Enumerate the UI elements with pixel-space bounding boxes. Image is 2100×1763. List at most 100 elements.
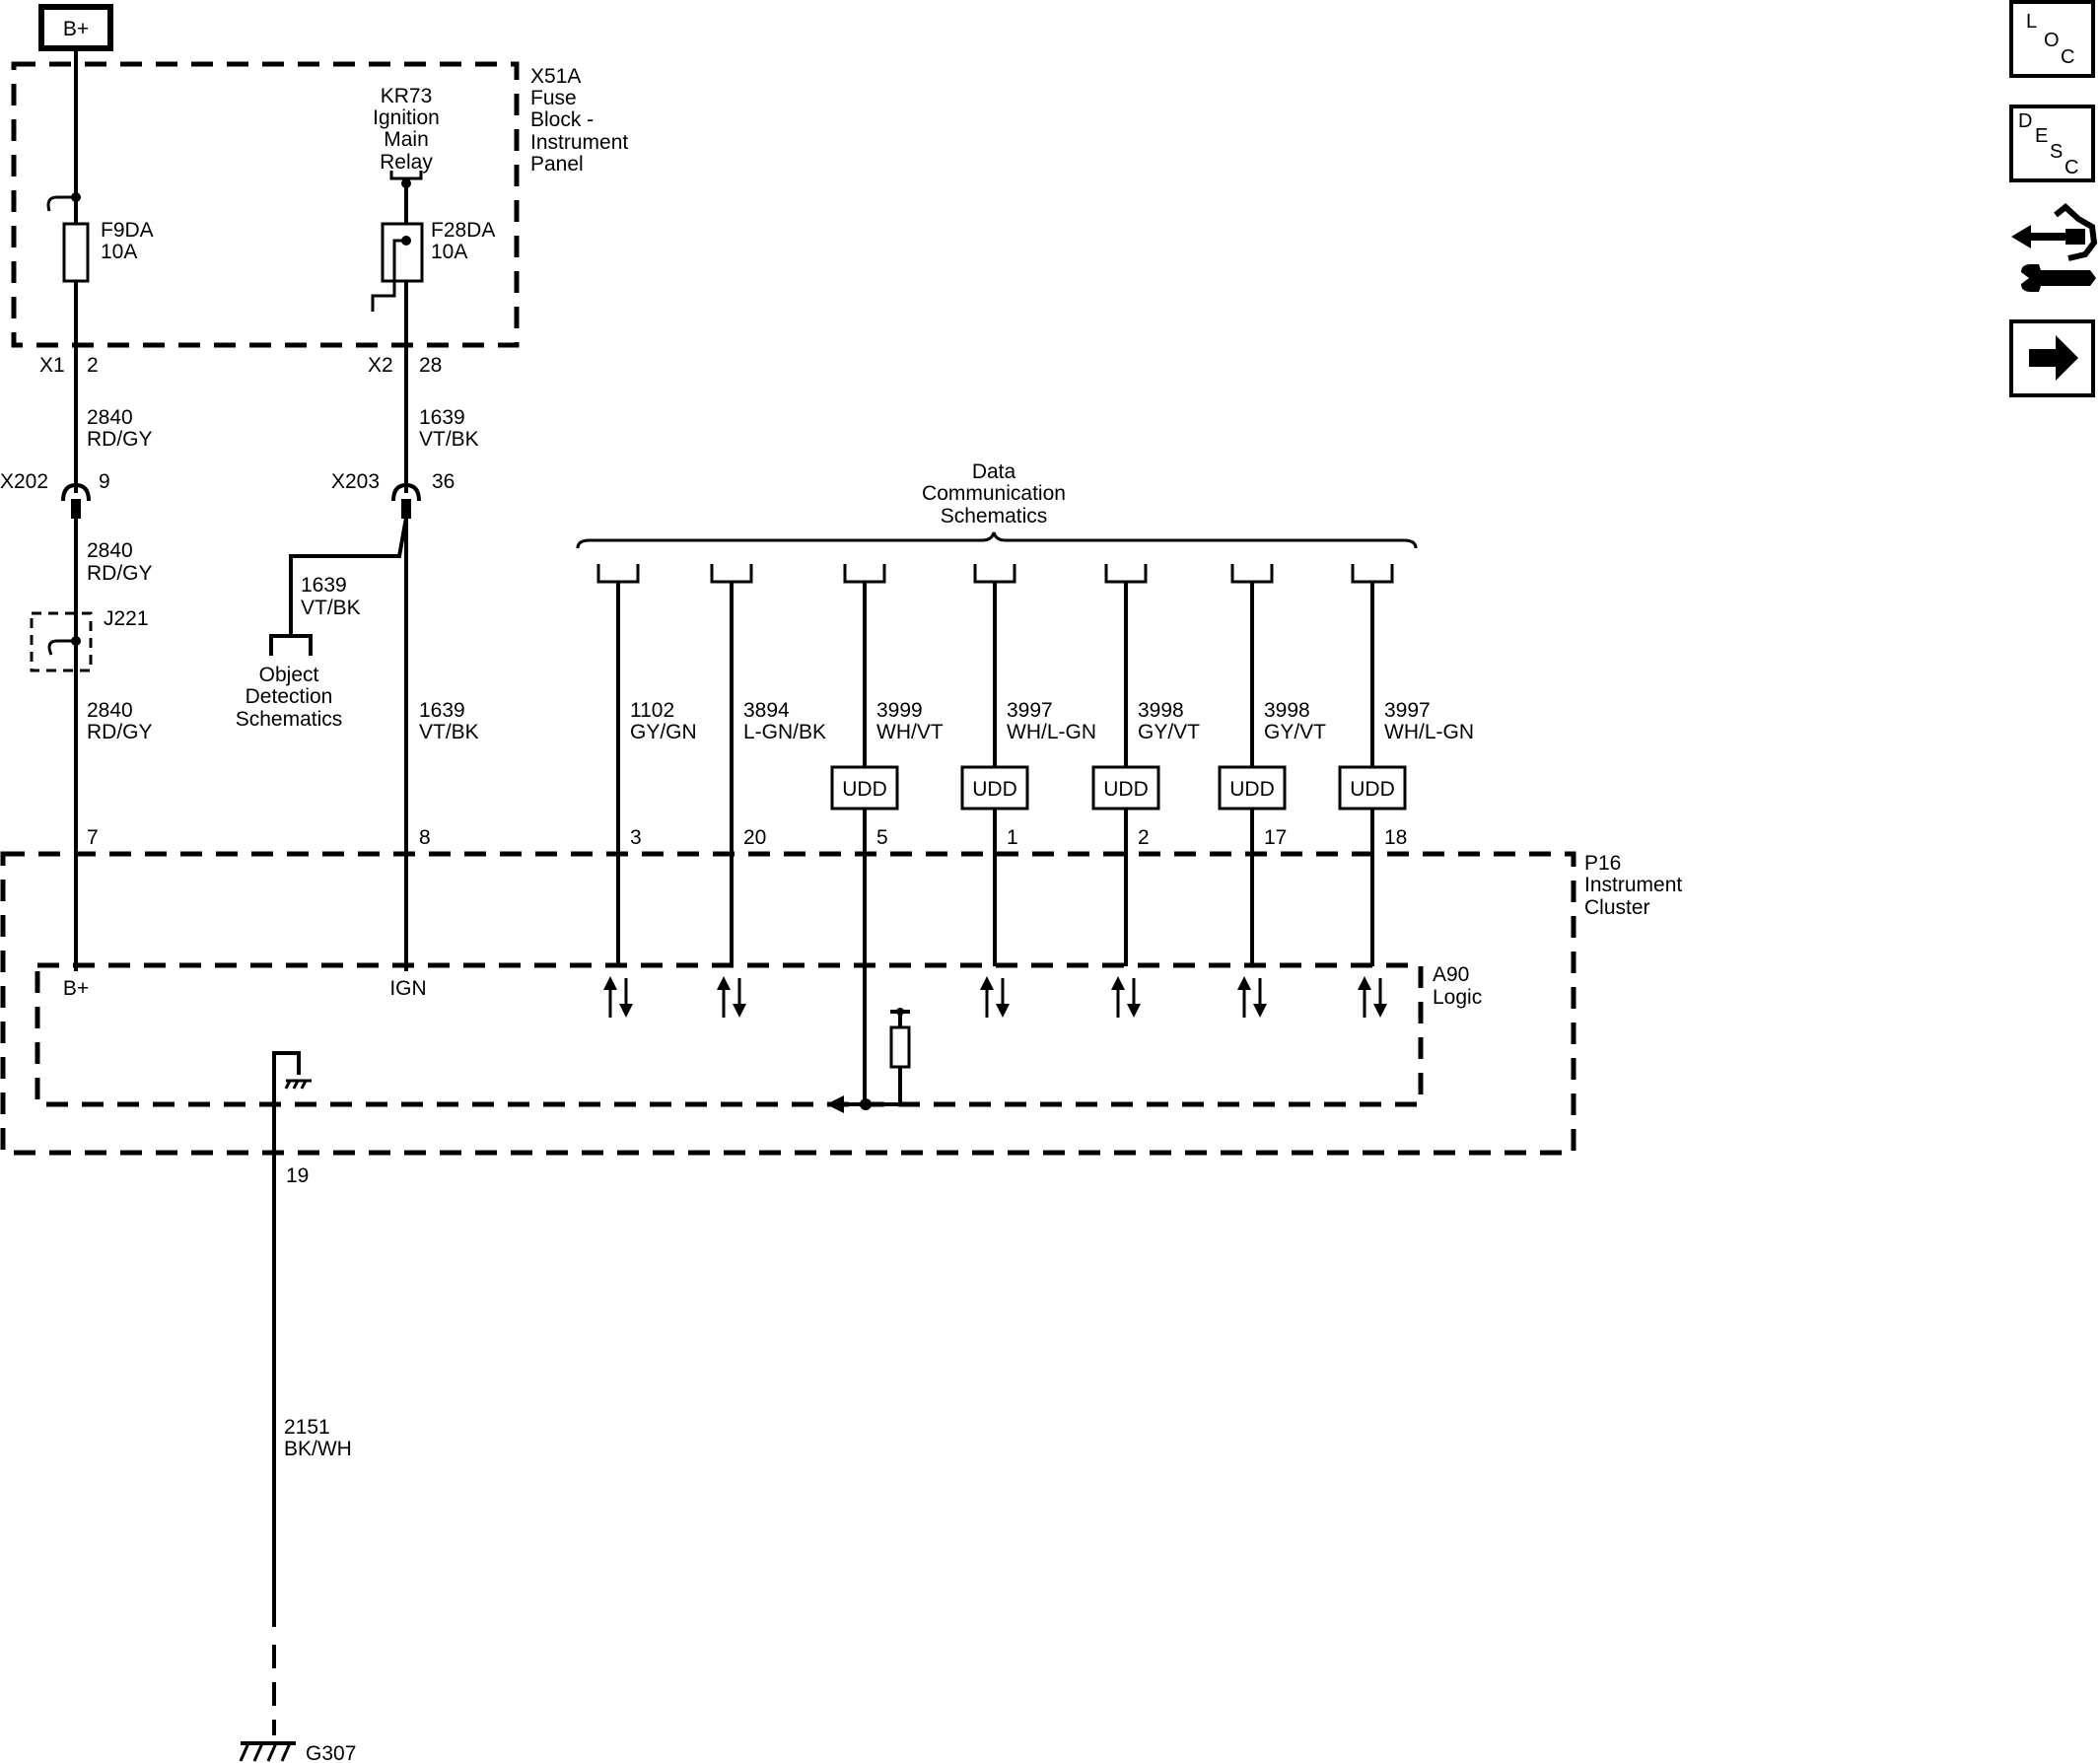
cluster-id: P16 <box>1584 852 1621 875</box>
fuse-block-name-2: Block - <box>530 108 594 131</box>
logic-id: A90 <box>1433 963 1469 986</box>
wire-num: 3998 <box>1264 699 1310 722</box>
fuse2-name: F28DA <box>431 219 495 242</box>
data-wires: 1102GY/GN33894L-GN/BK203999WH/VT5UDD3997… <box>596 564 1474 1104</box>
udd-label: UDD <box>1350 778 1395 801</box>
label-ign: IGN <box>389 977 426 1000</box>
bplus-color-1: RD/GY <box>87 428 153 451</box>
fuse-f9da: F9DA 10A <box>46 192 154 283</box>
wire-color: GY/VT <box>1138 721 1200 743</box>
branch-color: VT/BK <box>301 597 361 619</box>
battery-label: B+ <box>63 18 89 40</box>
splice-id: J221 <box>104 607 149 630</box>
x202-id: X202 <box>0 470 48 493</box>
cluster-name-1: Instrument <box>1584 874 1682 896</box>
loc-o: O <box>2044 30 2060 51</box>
pin-bplus: 7 <box>87 826 99 849</box>
conn-x2-id: X2 <box>368 354 393 377</box>
wire-color: L-GN/BK <box>743 721 826 743</box>
ground-wire: 2151 BK/WH G307 <box>239 1153 356 1763</box>
logic-name: Logic <box>1433 986 1482 1009</box>
fuse1-name: F9DA <box>101 219 154 242</box>
data-comm-2: Communication <box>922 482 1066 505</box>
udd-label: UDD <box>842 778 887 801</box>
bidirectional-arrow-icon <box>1358 976 1387 1018</box>
bplus-wire: X202 9 2840 RD/GY 2840 RD/GY 2840 RD/GY … <box>0 48 153 971</box>
data-comm-3: Schematics <box>941 505 1048 528</box>
conn-x1-id: X1 <box>39 354 65 377</box>
wire-pin: 17 <box>1264 826 1287 849</box>
desc-d: D <box>2018 110 2032 132</box>
loc-button[interactable]: L O C <box>2009 0 2095 78</box>
relay-label-4: Relay <box>380 151 433 174</box>
fuse-block-name-1: Fuse <box>530 87 577 109</box>
fuse-block-id: X51A <box>530 65 581 88</box>
desc-s: S <box>2050 141 2063 163</box>
bidirectional-arrow-icon <box>1111 976 1141 1018</box>
label-bplus: B+ <box>63 977 89 1000</box>
data-comm-1: Data <box>972 460 1016 483</box>
fuse-block-name-3: Instrument <box>530 131 628 154</box>
ground-color: BK/WH <box>284 1438 352 1460</box>
udd-label: UDD <box>1103 778 1149 801</box>
desc-e: E <box>2035 125 2048 147</box>
udd-box <box>1091 765 1160 811</box>
udd-box <box>1338 765 1407 811</box>
fuse-block-x51a: X51A Fuse Block - Instrument Panel KR73 … <box>11 61 628 377</box>
bplus-num-1: 2840 <box>87 406 133 429</box>
wire-pin: 3 <box>630 826 642 849</box>
conn-x1-pin: 2 <box>87 354 99 377</box>
wire-num: 3997 <box>1384 699 1431 722</box>
desc-button[interactable]: D E S C <box>2009 105 2095 182</box>
ign-num-1: 1639 <box>419 406 465 429</box>
wire-num: 3894 <box>743 699 790 722</box>
bidirectional-arrow-icon <box>1237 976 1267 1018</box>
ground-id: G307 <box>306 1742 356 1763</box>
ign-wire: X203 36 1639 VT/BK 1639 VT/BK 1639 VT/BK… <box>236 183 479 971</box>
bidirectional-arrow-icon <box>980 976 1010 1018</box>
fuse-f28da: F28DA 10A <box>371 171 495 312</box>
ign-num-2: 1639 <box>419 699 465 722</box>
wire-pin: 5 <box>876 826 888 849</box>
desc-c: C <box>2065 157 2078 178</box>
object-detection-3: Schematics <box>236 708 343 731</box>
x203-id: X203 <box>331 470 380 493</box>
branch-num: 1639 <box>301 574 347 597</box>
fuse1-rating: 10A <box>101 241 137 263</box>
udd-box <box>960 765 1029 811</box>
x203-pin: 36 <box>432 470 455 493</box>
bplus-num-3: 2840 <box>87 699 133 722</box>
wire-pin: 1 <box>1007 826 1018 849</box>
connector-wrench-icon[interactable] <box>2011 203 2098 292</box>
object-detection-2: Detection <box>245 685 333 708</box>
next-arrow-button[interactable] <box>2009 319 2095 397</box>
wire-num: 3998 <box>1138 699 1184 722</box>
bidirectional-arrow-icon <box>603 976 633 1018</box>
conn-x2-pin: 28 <box>419 354 442 377</box>
wire-color: WH/L-GN <box>1007 721 1096 743</box>
relay-label-2: Ignition <box>373 106 440 129</box>
wire-pin: 20 <box>743 826 766 849</box>
instrument-cluster-p16: P16 Instrument Cluster A90 Logic 7 8 B+ … <box>0 826 1682 1187</box>
wire-color: WH/L-GN <box>1384 721 1474 743</box>
loc-c: C <box>2061 46 2074 68</box>
loc-l: L <box>2026 11 2037 33</box>
bplus-color-3: RD/GY <box>87 721 153 743</box>
ign-color-2: VT/BK <box>419 721 479 743</box>
bidirectional-arrow-icon <box>717 976 746 1018</box>
relay-label-1: KR73 <box>381 85 433 107</box>
relay-label-3: Main <box>384 128 429 151</box>
wire-color: GY/GN <box>630 721 697 743</box>
fuse-block-name-4: Panel <box>530 153 584 176</box>
fuse2-rating: 10A <box>431 241 467 263</box>
udd-label: UDD <box>1229 778 1275 801</box>
wire-color: GY/VT <box>1264 721 1326 743</box>
wire-num: 1102 <box>630 699 674 722</box>
